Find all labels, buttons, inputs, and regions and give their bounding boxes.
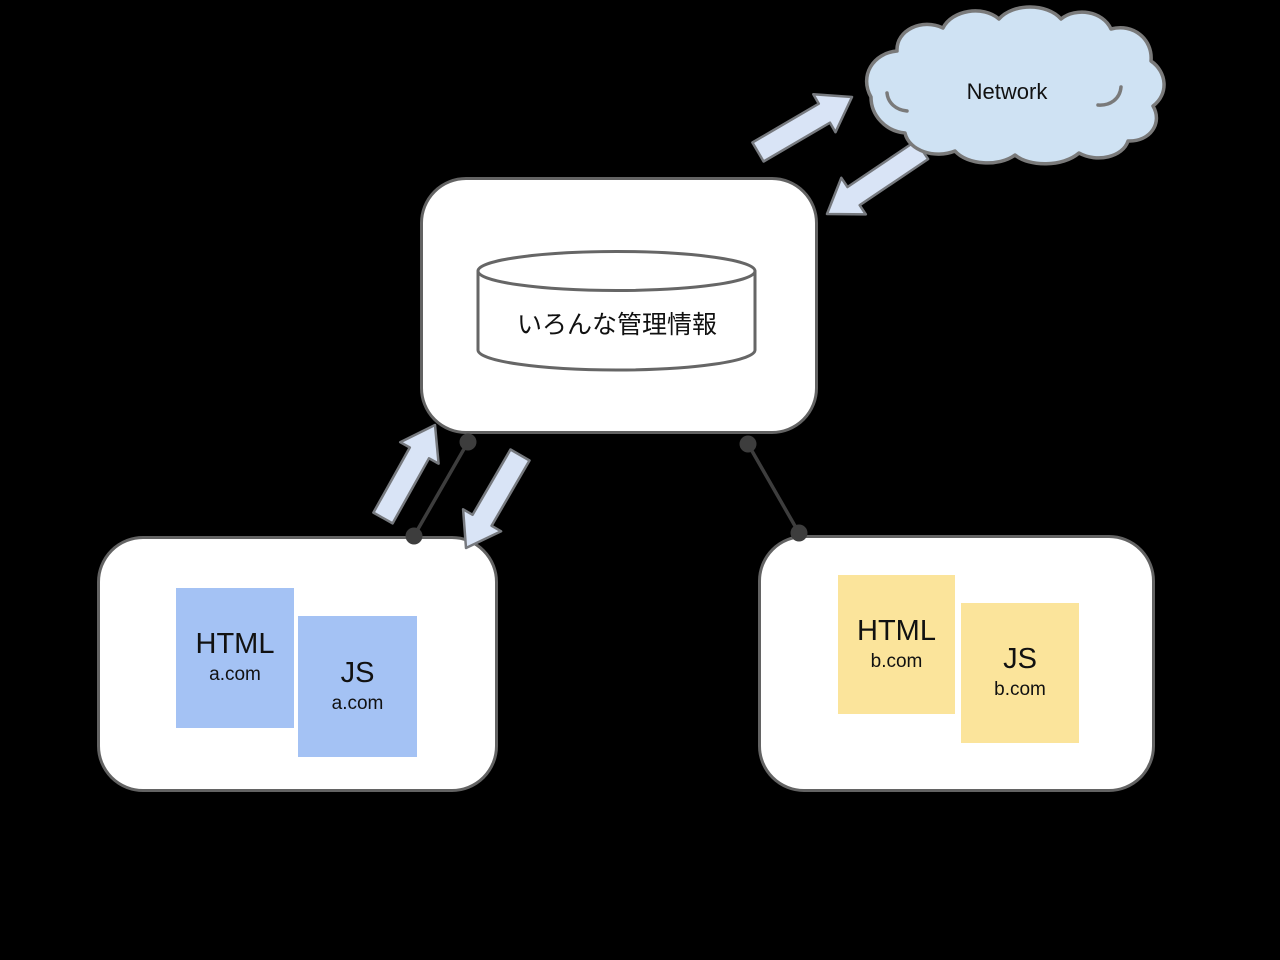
connector-browser-to-site-b xyxy=(739,435,808,542)
arrow-browser-to-network-icon xyxy=(751,92,854,163)
file-type-label: HTML xyxy=(857,614,936,647)
file-type-label: JS xyxy=(1003,643,1037,676)
file-type-label: JS xyxy=(340,656,375,689)
site-b-box: HTML b.com JS b.com xyxy=(758,535,1155,792)
site-b-html-file: HTML b.com xyxy=(838,575,955,714)
cloud-notch-left xyxy=(885,91,909,113)
cloud-notch-right xyxy=(1096,85,1123,107)
file-origin-label: a.com xyxy=(331,692,384,714)
connector-browser-to-site-a xyxy=(405,433,477,545)
network-cloud-label: Network xyxy=(966,79,1048,104)
arrow-network-to-browser-icon xyxy=(825,139,930,216)
arrow-site-a-to-browser-icon xyxy=(372,423,440,525)
site-a-box: HTML a.com JS a.com xyxy=(97,536,498,792)
file-origin-label: b.com xyxy=(994,679,1046,701)
file-origin-label: a.com xyxy=(209,664,261,686)
site-a-html-file: HTML a.com xyxy=(176,588,294,728)
database-label: いろんな管理情報 xyxy=(516,311,717,339)
site-b-js-file: JS b.com xyxy=(961,603,1079,743)
site-a-js-file: JS a.com xyxy=(298,616,417,757)
file-type-label: HTML xyxy=(195,628,275,661)
file-origin-label: b.com xyxy=(870,650,923,672)
arrow-browser-to-site-a-icon xyxy=(461,448,531,550)
